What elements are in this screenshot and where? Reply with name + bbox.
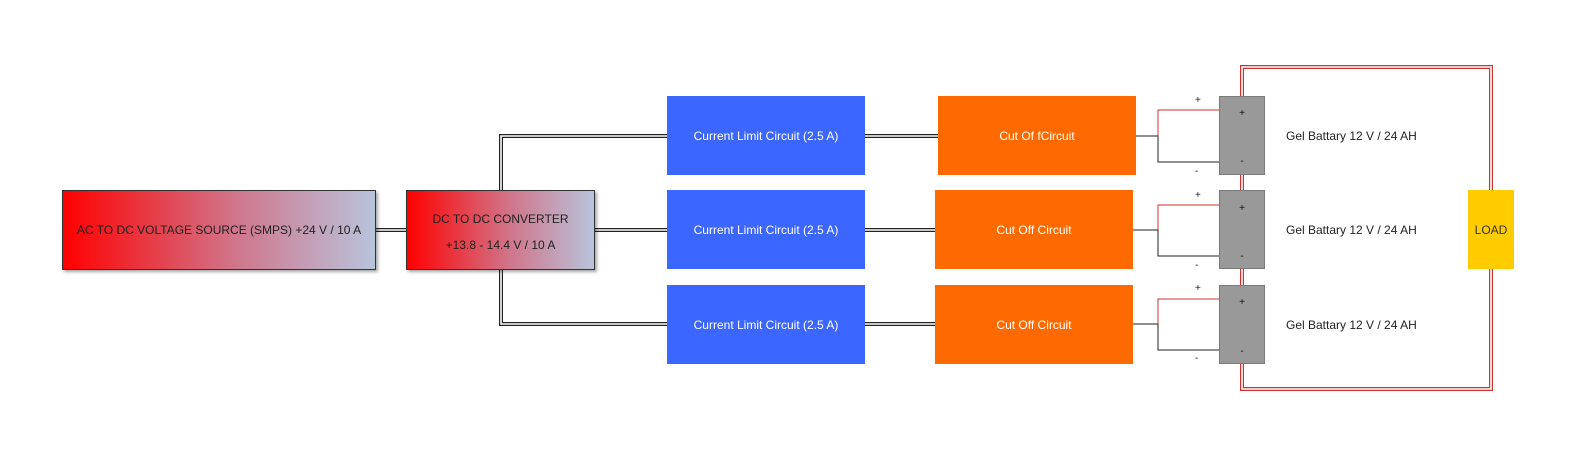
battery-block-3: + -: [1219, 285, 1265, 364]
wire-converter-to-cl-3-outer: [499, 270, 667, 326]
wire-converter-to-cl-1-outer: [499, 134, 667, 190]
battery-block-1: + -: [1219, 96, 1265, 175]
battery-plus-terminal-2: +: [1239, 203, 1245, 214]
battery-minus-terminal-3: -: [1240, 346, 1244, 357]
battery-label-3: Gel Battary 12 V / 24 AH: [1286, 318, 1417, 332]
battery-plus-terminal-3: +: [1239, 297, 1245, 308]
wire-load-top-inner: [1241, 66, 1492, 190]
load-block: LOAD: [1468, 190, 1514, 269]
bus-wires: [376, 134, 938, 326]
current-limit-label-2: Current Limit Circuit (2.5 A): [693, 222, 839, 237]
wire-load-bottom-inner: [1241, 269, 1492, 390]
wire-converter-to-cl-1-inner: [500, 135, 667, 190]
wire-negative-2: [1133, 229, 1219, 257]
ac-dc-source-block: AC TO DC VOLTAGE SOURCE (SMPS) +24 V / 1…: [62, 190, 376, 270]
battery-wires: [1133, 109, 1219, 351]
wire-positive-2: [1133, 204, 1219, 231]
battery-label-1: Gel Battary 12 V / 24 AH: [1286, 129, 1417, 143]
minus-sign-2: -: [1195, 260, 1199, 271]
plus-sign-1: +: [1195, 95, 1201, 106]
current-limit-block-1: Current Limit Circuit (2.5 A): [667, 96, 865, 175]
battery-minus-terminal-1: -: [1240, 156, 1244, 167]
load-wires: [1240, 65, 1493, 391]
converter-title: DC TO DC CONVERTER: [432, 212, 569, 226]
ac-dc-source-label: AC TO DC VOLTAGE SOURCE (SMPS) +24 V / 1…: [76, 223, 362, 237]
battery-block-2: + -: [1219, 190, 1265, 269]
cutoff-block-1: Cut Of fCircuit: [938, 96, 1136, 175]
battery-minus-terminal-2: -: [1240, 251, 1244, 262]
cutoff-label-2: Cut Off Circuit: [996, 222, 1072, 237]
plus-sign-2: +: [1195, 190, 1201, 201]
load-label: LOAD: [1474, 222, 1508, 237]
wire-negative-1: [1136, 135, 1219, 163]
current-limit-label-3: Current Limit Circuit (2.5 A): [693, 317, 839, 332]
wire-positive-1: [1136, 109, 1219, 137]
plus-sign-3: +: [1195, 283, 1201, 294]
wire-positive-3: [1133, 298, 1219, 325]
converter-rating: +13.8 - 14.4 V / 10 A: [445, 238, 556, 252]
cutoff-block-3: Cut Off Circuit: [935, 285, 1133, 364]
current-limit-block-2: Current Limit Circuit (2.5 A): [667, 190, 865, 269]
battery-plus-terminal-1: +: [1239, 108, 1245, 119]
cutoff-label-1: Cut Of fCircuit: [999, 128, 1075, 143]
minus-sign-3: -: [1195, 353, 1199, 364]
cutoff-block-2: Cut Off Circuit: [935, 190, 1133, 269]
cutoff-label-3: Cut Off Circuit: [996, 317, 1072, 332]
wire-negative-3: [1133, 323, 1219, 351]
wire-converter-to-cl-3-inner: [500, 270, 667, 325]
current-limit-label-1: Current Limit Circuit (2.5 A): [693, 128, 839, 143]
battery-label-2: Gel Battary 12 V / 24 AH: [1286, 223, 1417, 237]
current-limit-block-3: Current Limit Circuit (2.5 A): [667, 285, 865, 364]
minus-sign-1: -: [1195, 166, 1199, 177]
dc-dc-converter-block: DC TO DC CONVERTER +13.8 - 14.4 V / 10 A: [406, 190, 595, 270]
